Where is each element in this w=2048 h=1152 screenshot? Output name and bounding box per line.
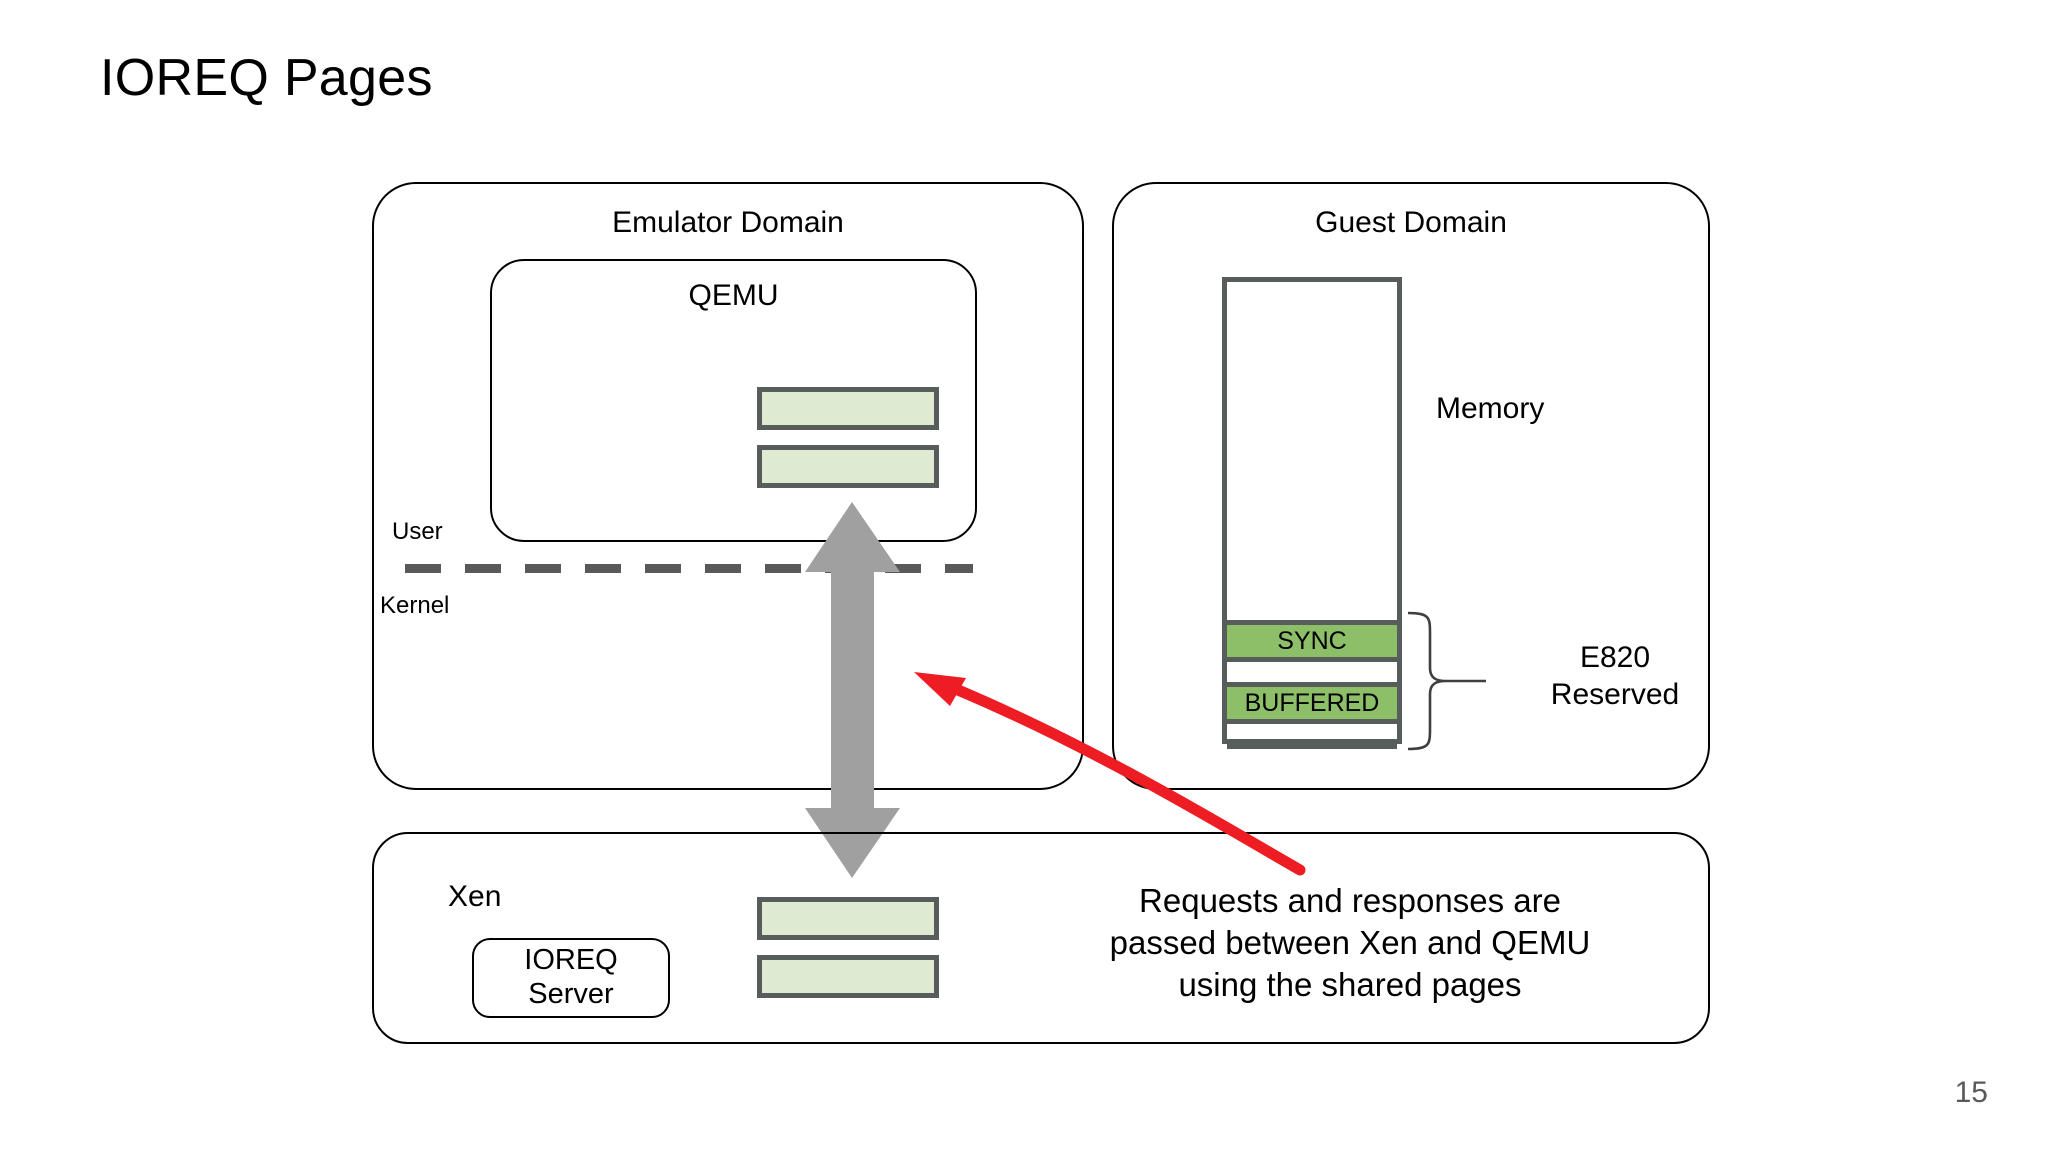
- e820-label-line2: Reserved: [1550, 677, 1680, 711]
- qemu-shared-page-sync: [757, 387, 939, 430]
- guest-memory-column: SYNC BUFFERED: [1222, 277, 1402, 749]
- ioreq-server-box: IOREQ Server: [472, 938, 670, 1018]
- emulator-domain-box: Emulator Domain: [372, 182, 1084, 790]
- callout-arrow-icon: [914, 672, 1306, 876]
- callout-caption: Requests and responses are passed betwee…: [1070, 880, 1630, 1007]
- e820-brace-icon: [1407, 611, 1486, 751]
- xen-shared-page-sync: [757, 897, 939, 940]
- callout-line2: passed between Xen and QEMU: [1109, 924, 1591, 962]
- emulator-domain-label: Emulator Domain: [612, 206, 844, 239]
- guest-domain-box: Guest Domain: [1112, 182, 1710, 790]
- xen-domain-box: [372, 832, 1710, 1044]
- memory-block-sync: SYNC: [1227, 620, 1397, 662]
- callout-line1: Requests and responses are: [1139, 882, 1561, 919]
- e820-reserved-label: E820 Reserved: [1500, 640, 1730, 713]
- xen-shared-page-buffered: [757, 955, 939, 998]
- memory-label: Memory: [1436, 392, 1545, 425]
- xen-label: Xen: [448, 880, 502, 913]
- page-number: 15: [1954, 1076, 1988, 1109]
- qemu-box: QEMU: [490, 259, 977, 542]
- callout-line3: using the shared pages: [1178, 966, 1522, 1004]
- user-kernel-divider: [405, 564, 973, 573]
- e820-label-line1: E820: [1579, 641, 1651, 674]
- bidirectional-transfer-arrow-icon: [805, 502, 900, 878]
- guest-domain-label: Guest Domain: [1315, 206, 1507, 239]
- qemu-shared-page-buffered: [757, 445, 939, 488]
- user-space-label: User: [392, 518, 443, 545]
- memory-block-buffered: BUFFERED: [1227, 682, 1397, 724]
- page-title: IOREQ Pages: [100, 49, 433, 107]
- ioreq-server-line2: Server: [528, 978, 614, 1010]
- kernel-space-label: Kernel: [380, 592, 450, 619]
- ioreq-server-line1: IOREQ: [524, 944, 618, 977]
- qemu-label: QEMU: [688, 279, 779, 312]
- memory-divider: [1227, 744, 1397, 749]
